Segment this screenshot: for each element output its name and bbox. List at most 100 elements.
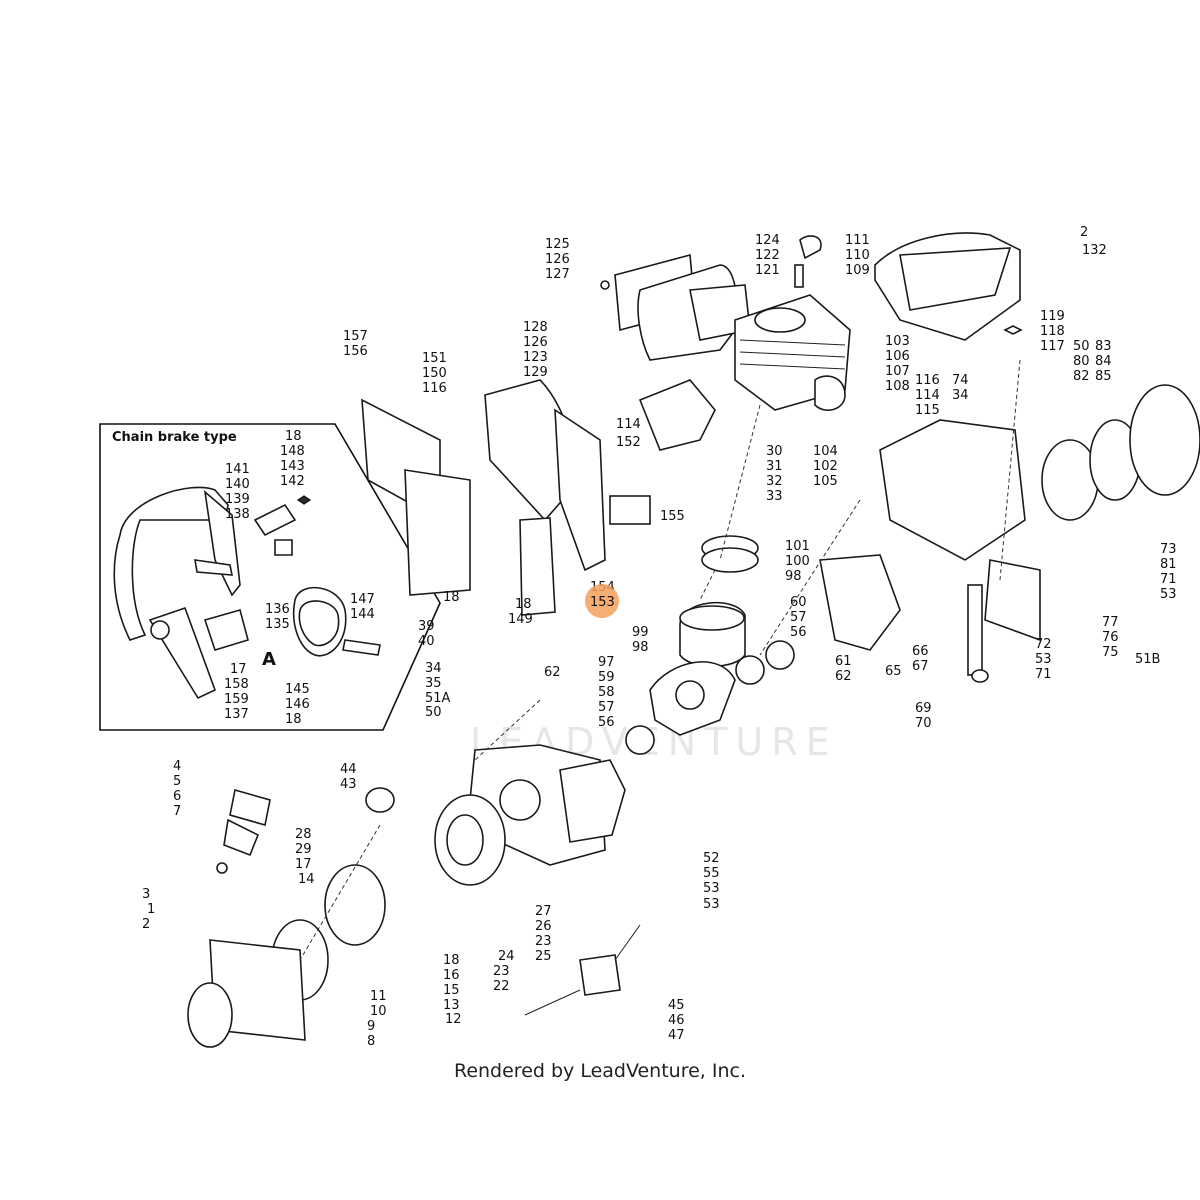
part-number-label[interactable]: 39 [418,619,435,634]
part-number-label[interactable]: 3 [142,887,150,902]
part-number-label[interactable]: 114 [915,388,940,403]
part-number-label[interactable]: 28 [295,827,312,842]
part-number-label[interactable]: 151 [422,351,447,366]
part-number-label[interactable]: 71 [1035,667,1052,682]
part-number-label[interactable]: 50 [425,705,442,720]
part-number-label[interactable]: 81 [1160,557,1177,572]
part-number-label[interactable]: 27 [535,904,552,919]
part-number-label[interactable]: 74 [952,373,969,388]
part-number-label[interactable]: 82 [1073,369,1090,384]
part-number-label[interactable]: 137 [224,707,249,722]
part-number-label[interactable]: 57 [598,700,615,715]
part-number-label[interactable]: 43 [340,777,357,792]
part-number-label[interactable]: 18 [443,953,460,968]
part-number-label[interactable]: 35 [425,676,442,691]
part-number-label[interactable]: 18 [443,590,460,605]
part-number-label[interactable]: 4 [173,759,181,774]
part-number-label[interactable]: 150 [422,366,447,381]
part-number-label[interactable]: 132 [1082,243,1107,258]
part-number-label[interactable]: 148 [280,444,305,459]
part-number-label[interactable]: 104 [813,444,838,459]
part-number-label[interactable]: 46 [668,1013,685,1028]
part-number-label[interactable]: 143 [280,459,305,474]
part-number-label[interactable]: 10 [370,1004,387,1019]
part-number-label[interactable]: 45 [668,998,685,1013]
highlighted-callout[interactable]: 153 [585,584,619,618]
part-number-label[interactable]: 149 [508,612,533,627]
part-number-label[interactable]: 53 [1160,587,1177,602]
part-number-label[interactable]: 108 [885,379,910,394]
part-number-label[interactable]: 62 [544,665,561,680]
part-number-label[interactable]: 98 [785,569,802,584]
highlight-marker[interactable] [585,584,619,618]
part-number-label[interactable]: 83 [1095,339,1112,354]
part-number-label[interactable]: 142 [280,474,305,489]
part-number-label[interactable]: 115 [915,403,940,418]
part-number-label[interactable]: 23 [493,964,510,979]
part-number-label[interactable]: 22 [493,979,510,994]
part-number-label[interactable]: 155 [660,509,685,524]
part-number-label[interactable]: 13 [443,998,460,1013]
part-number-label[interactable]: 9 [367,1019,375,1034]
part-number-label[interactable]: 31 [766,459,783,474]
part-number-label[interactable]: 100 [785,554,810,569]
part-number-label[interactable]: 66 [912,644,929,659]
part-number-label[interactable]: 141 [225,462,250,477]
part-number-label[interactable]: 47 [668,1028,685,1043]
part-number-label[interactable]: 109 [845,263,870,278]
part-number-label[interactable]: 14 [298,872,315,887]
part-number-label[interactable]: 122 [755,248,780,263]
part-number-label[interactable]: 62 [835,669,852,684]
part-number-label[interactable]: 16 [443,968,460,983]
part-number-label[interactable]: 138 [225,507,250,522]
part-number-label[interactable]: 57 [790,610,807,625]
part-number-label[interactable]: 157 [343,329,368,344]
part-number-label[interactable]: 40 [418,634,435,649]
part-number-label[interactable]: 17 [230,662,247,677]
part-number-label[interactable]: 55 [703,866,720,881]
part-number-label[interactable]: 145 [285,682,310,697]
part-number-label[interactable]: 75 [1102,645,1119,660]
part-number-label[interactable]: 117 [1040,339,1065,354]
part-number-label[interactable]: 8 [367,1034,375,1049]
part-number-label[interactable]: 69 [915,701,932,716]
part-number-label[interactable]: 67 [912,659,929,674]
part-number-label[interactable]: 30 [766,444,783,459]
part-number-label[interactable]: 71 [1160,572,1177,587]
part-number-label[interactable]: 85 [1095,369,1112,384]
part-number-label[interactable]: 116 [422,381,447,396]
part-number-label[interactable]: 7 [173,804,181,819]
part-number-label[interactable]: 15 [443,983,460,998]
part-number-label[interactable]: 80 [1073,354,1090,369]
part-number-label[interactable]: 110 [845,248,870,263]
part-number-label[interactable]: 12 [445,1012,462,1027]
part-number-label[interactable]: 99 [632,625,649,640]
part-number-label[interactable]: 156 [343,344,368,359]
part-number-label[interactable]: 126 [545,252,570,267]
part-number-label[interactable]: 147 [350,592,375,607]
part-number-label[interactable]: 6 [173,789,181,804]
part-number-label[interactable]: 18 [285,429,302,444]
part-number-label[interactable]: 5 [173,774,181,789]
part-number-label[interactable]: 53 [703,881,720,896]
part-number-label[interactable]: 76 [1102,630,1119,645]
part-number-label[interactable]: 103 [885,334,910,349]
part-number-label[interactable]: 17 [295,857,312,872]
part-number-label[interactable]: 84 [1095,354,1112,369]
part-number-label[interactable]: 53 [703,897,720,912]
highlighted-part-label[interactable]: 153 [590,595,615,610]
part-number-label[interactable]: 11 [370,989,387,1004]
part-number-label[interactable]: 58 [598,685,615,700]
part-number-label[interactable]: 51A [425,691,451,706]
part-number-label[interactable]: 140 [225,477,250,492]
part-number-label[interactable]: 158 [224,677,249,692]
part-number-label[interactable]: 52 [703,851,720,866]
part-number-label[interactable]: 34 [952,388,969,403]
part-number-label[interactable]: 136 [265,602,290,617]
part-number-label[interactable]: 107 [885,364,910,379]
part-number-label[interactable]: 2 [1080,225,1088,240]
part-number-label[interactable]: 152 [616,435,641,450]
part-number-label[interactable]: 102 [813,459,838,474]
part-number-label[interactable]: 144 [350,607,375,622]
part-number-label[interactable]: 65 [885,664,902,679]
